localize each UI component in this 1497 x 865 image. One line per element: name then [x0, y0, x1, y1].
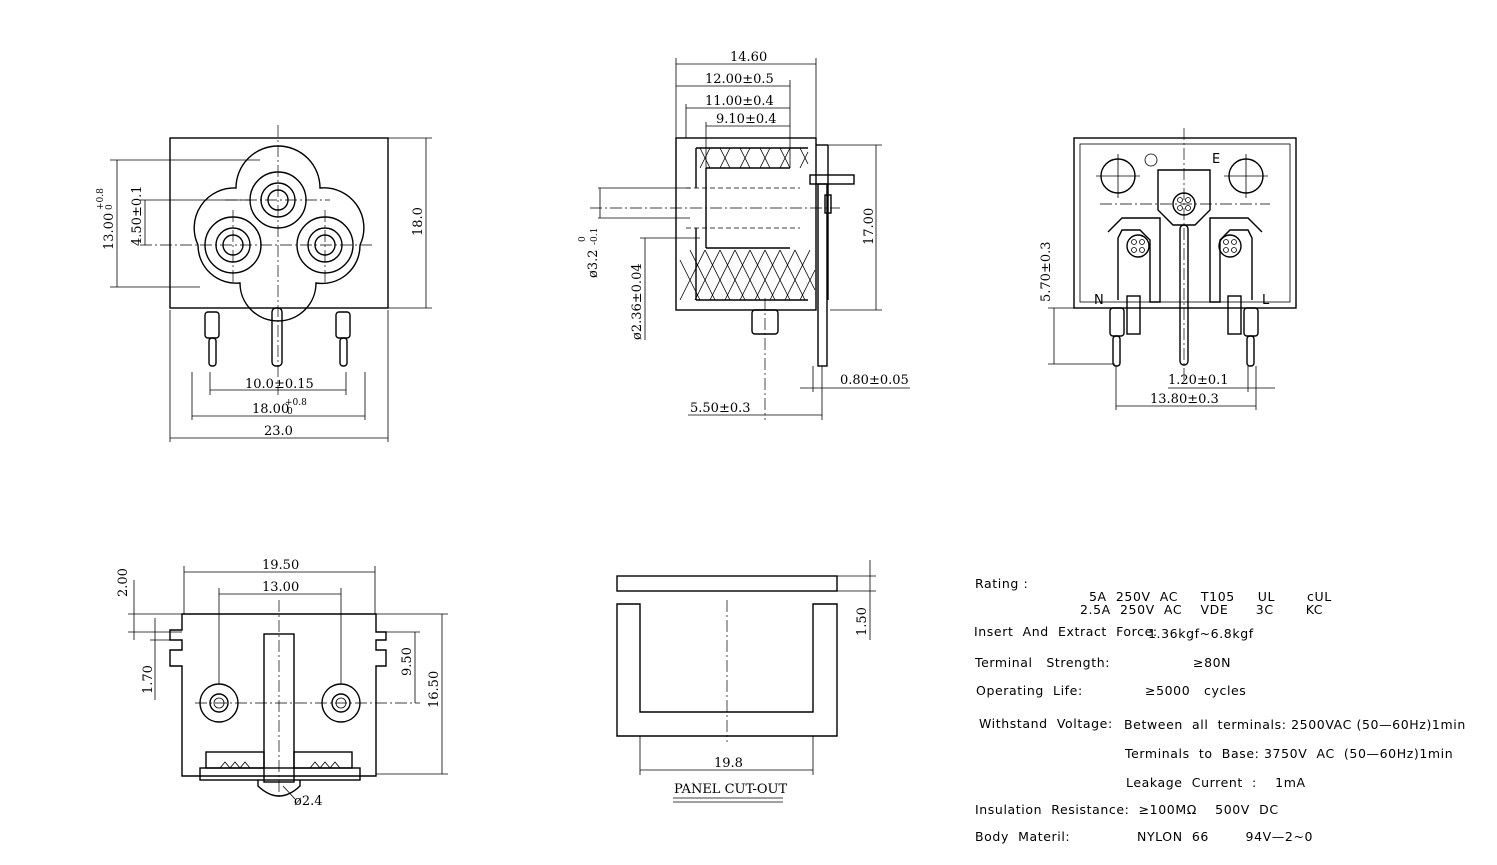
side-pin-offset: 5.50±0.3	[690, 401, 751, 416]
panel-cutout: 19.8 1.50 PANEL CUT-OUT	[616, 560, 876, 803]
rear-pin-width: 1.20±0.1	[1168, 373, 1229, 388]
front-socket-height: 13.00	[102, 213, 117, 250]
spec-body-label: Body Materil:	[975, 829, 1071, 844]
bottom-top-step: 2.00	[116, 568, 131, 597]
rear-pin-height: 5.70±0.3	[1039, 241, 1054, 302]
side-hole-tol-bot: -0.1	[590, 228, 600, 245]
panel-width: 19.8	[714, 756, 743, 771]
front-pin-span-tol0: 0	[287, 407, 293, 417]
spec-withstand-value1: Between all terminals: 2500VAC (50—60Hz)…	[1124, 717, 1466, 732]
spec-terminal-label: Terminal Strength:	[975, 655, 1111, 670]
front-pin-span-tol: +0.8	[285, 398, 307, 408]
spec-insulation: Insulation Resistance: ≥100MΩ 500V DC	[975, 802, 1279, 817]
bottom-width: 19.50	[262, 558, 299, 573]
front-socket-height-tol0: 0	[105, 204, 115, 210]
bottom-notch: 1.70	[141, 665, 156, 694]
side-pin-dia: ø2.36±0.04	[630, 263, 645, 340]
spec-withstand-value2: Terminals to Base: 3750V AC (50—60Hz)1mi…	[1125, 746, 1454, 761]
rear-view: E N L 5.70±0.3 1.20±0.1 13.80±0.3	[1039, 128, 1297, 410]
spec-life-label: Operating Life:	[976, 683, 1083, 698]
spec-body-value: NYLON 66 94V—2~0	[1137, 829, 1314, 844]
side-depth-2: 11.00±0.4	[705, 94, 774, 109]
side-depth-1: 12.00±0.5	[705, 72, 774, 87]
side-hole-dia: ø3.2	[586, 249, 601, 278]
bottom-hole-span: 13.00	[262, 580, 299, 595]
spec-withstand-label: Withstand Voltage:	[979, 716, 1113, 731]
front-width: 23.0	[264, 424, 293, 439]
spec-insert-value: 1.36kgf~6.8kgf	[1148, 626, 1254, 641]
side-depth-3: 9.10±0.4	[716, 112, 777, 127]
panel-thickness: 1.50	[855, 607, 870, 636]
bottom-hole-height: 9.50	[400, 647, 415, 676]
front-pin-pitch: 10.0±0.15	[245, 377, 314, 392]
spec-rating-line2: 2.5A 250V AC VDE 3C KC	[1080, 602, 1324, 617]
front-socket-height-tol: +0.8	[96, 188, 106, 210]
bottom-height: 16.50	[427, 671, 442, 708]
spec-insert-label: Insert And Extract Force:	[974, 624, 1158, 639]
front-view: 10.0±0.15 18.00 +0.8 0 23.0 18.0 13.00 +…	[96, 125, 432, 442]
front-height: 18.0	[411, 207, 426, 236]
spec-leakage: Leakage Current : 1mA	[1126, 775, 1306, 790]
side-hole-tol-top: 0	[578, 236, 588, 242]
spec-rating-line1: 5A 250V AC T105 UL cUL	[1089, 589, 1332, 604]
side-view: 14.60 12.00±0.5 11.00±0.4 9.10±0.4 17.00…	[578, 50, 910, 420]
front-pin-span: 18.00	[252, 402, 289, 417]
side-height: 17.00	[862, 208, 877, 245]
side-pin-thickness: 0.80±0.05	[840, 373, 909, 388]
spec-terminal-value: ≥80N	[1193, 655, 1232, 670]
rear-earth-label: E	[1212, 152, 1220, 167]
front-center-offset: 4.50±0.1	[130, 185, 145, 246]
rear-neutral-label: N	[1094, 293, 1104, 308]
rear-pin-span: 13.80±0.3	[1150, 392, 1219, 407]
bottom-hole-dia: ø2.4	[294, 794, 323, 809]
spec-life-value: ≥5000 cycles	[1145, 683, 1247, 698]
rear-live-label: L	[1262, 293, 1270, 308]
bottom-view: 19.50 13.00 16.50 9.50 2.00 1.70 ø2.4	[116, 558, 448, 809]
panel-cutout-title: PANEL CUT-OUT	[674, 782, 787, 797]
spec-rating-label: Rating :	[975, 576, 1029, 591]
side-overall-depth: 14.60	[730, 50, 767, 65]
